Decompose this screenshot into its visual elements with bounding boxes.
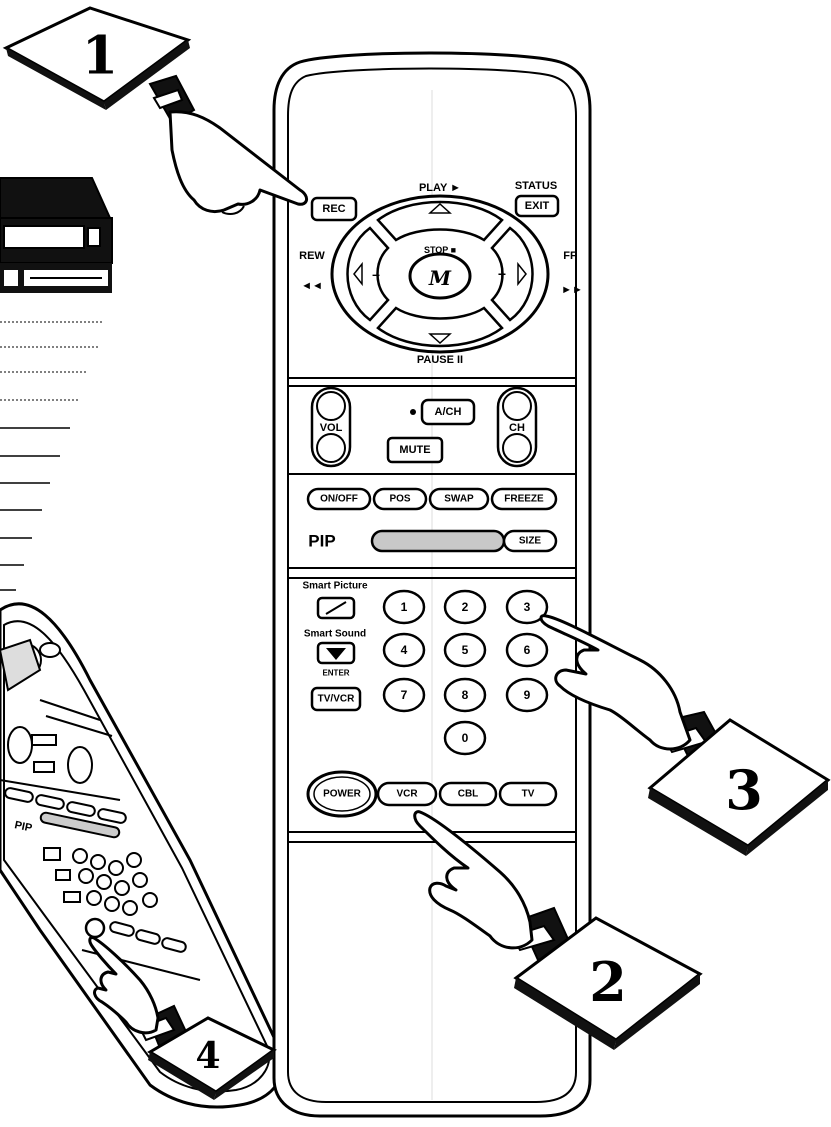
pip-freeze-label: FREEZE: [504, 494, 544, 505]
ach-label: A/CH: [435, 406, 462, 418]
cursor-ring: – + M STOP ■: [332, 196, 548, 352]
vcr-unit-illustration: [0, 178, 112, 590]
ff-symbol: ►►: [561, 284, 583, 296]
rec-label: REC: [322, 203, 345, 215]
digit-1-label: 1: [401, 600, 408, 614]
vcr-label: VCR: [396, 789, 418, 800]
pip-swap-label: SWAP: [444, 494, 474, 505]
minus-label: –: [372, 266, 380, 282]
menu-label: M: [428, 266, 452, 290]
pip-pos-label: POS: [389, 494, 410, 505]
mute-label: MUTE: [399, 444, 430, 456]
power-label: POWER: [323, 789, 362, 800]
stop-label: STOP ■: [424, 245, 456, 255]
digit-5-label: 5: [462, 643, 469, 657]
pip-onoff-label: ON/OFF: [320, 494, 358, 505]
digit-7-label: 7: [401, 688, 408, 702]
step-1-number: 1: [82, 26, 118, 87]
step-2-number: 2: [589, 950, 627, 1014]
enter-label: ENTER: [322, 669, 349, 678]
pause-label: PAUSE II: [417, 354, 463, 366]
smart-sound-label: Smart Sound: [304, 629, 366, 640]
digit-0-label: 0: [462, 731, 469, 745]
exit-label: EXIT: [525, 200, 550, 212]
size-label: SIZE: [519, 536, 542, 547]
ch-label: CH: [509, 422, 525, 434]
status-label: STATUS: [515, 180, 557, 192]
digit-4-label: 4: [401, 643, 408, 657]
rew-symbol: ◄◄: [301, 280, 323, 292]
digit-3-label: 3: [524, 600, 531, 614]
tvvcr-label: TV/VCR: [318, 694, 355, 705]
ff-label: FF: [563, 250, 577, 262]
rew-label: REW: [299, 250, 325, 262]
pip-label: PIP: [308, 532, 335, 551]
digit-8-label: 8: [462, 688, 469, 702]
cbl-label: CBL: [458, 789, 479, 800]
smart-picture-label: Smart Picture: [302, 581, 367, 592]
pip-slider[interactable]: [372, 531, 504, 551]
play-label: PLAY ►: [419, 182, 461, 194]
digit-6-label: 6: [524, 643, 531, 657]
digit-9-label: 9: [524, 688, 531, 702]
step-4-number: 4: [195, 1035, 220, 1077]
step-3-number: 3: [725, 758, 763, 822]
tv-label: TV: [522, 789, 535, 800]
plus-label: +: [498, 266, 506, 282]
digit-2-label: 2: [462, 600, 469, 614]
vol-label: VOL: [320, 422, 343, 434]
